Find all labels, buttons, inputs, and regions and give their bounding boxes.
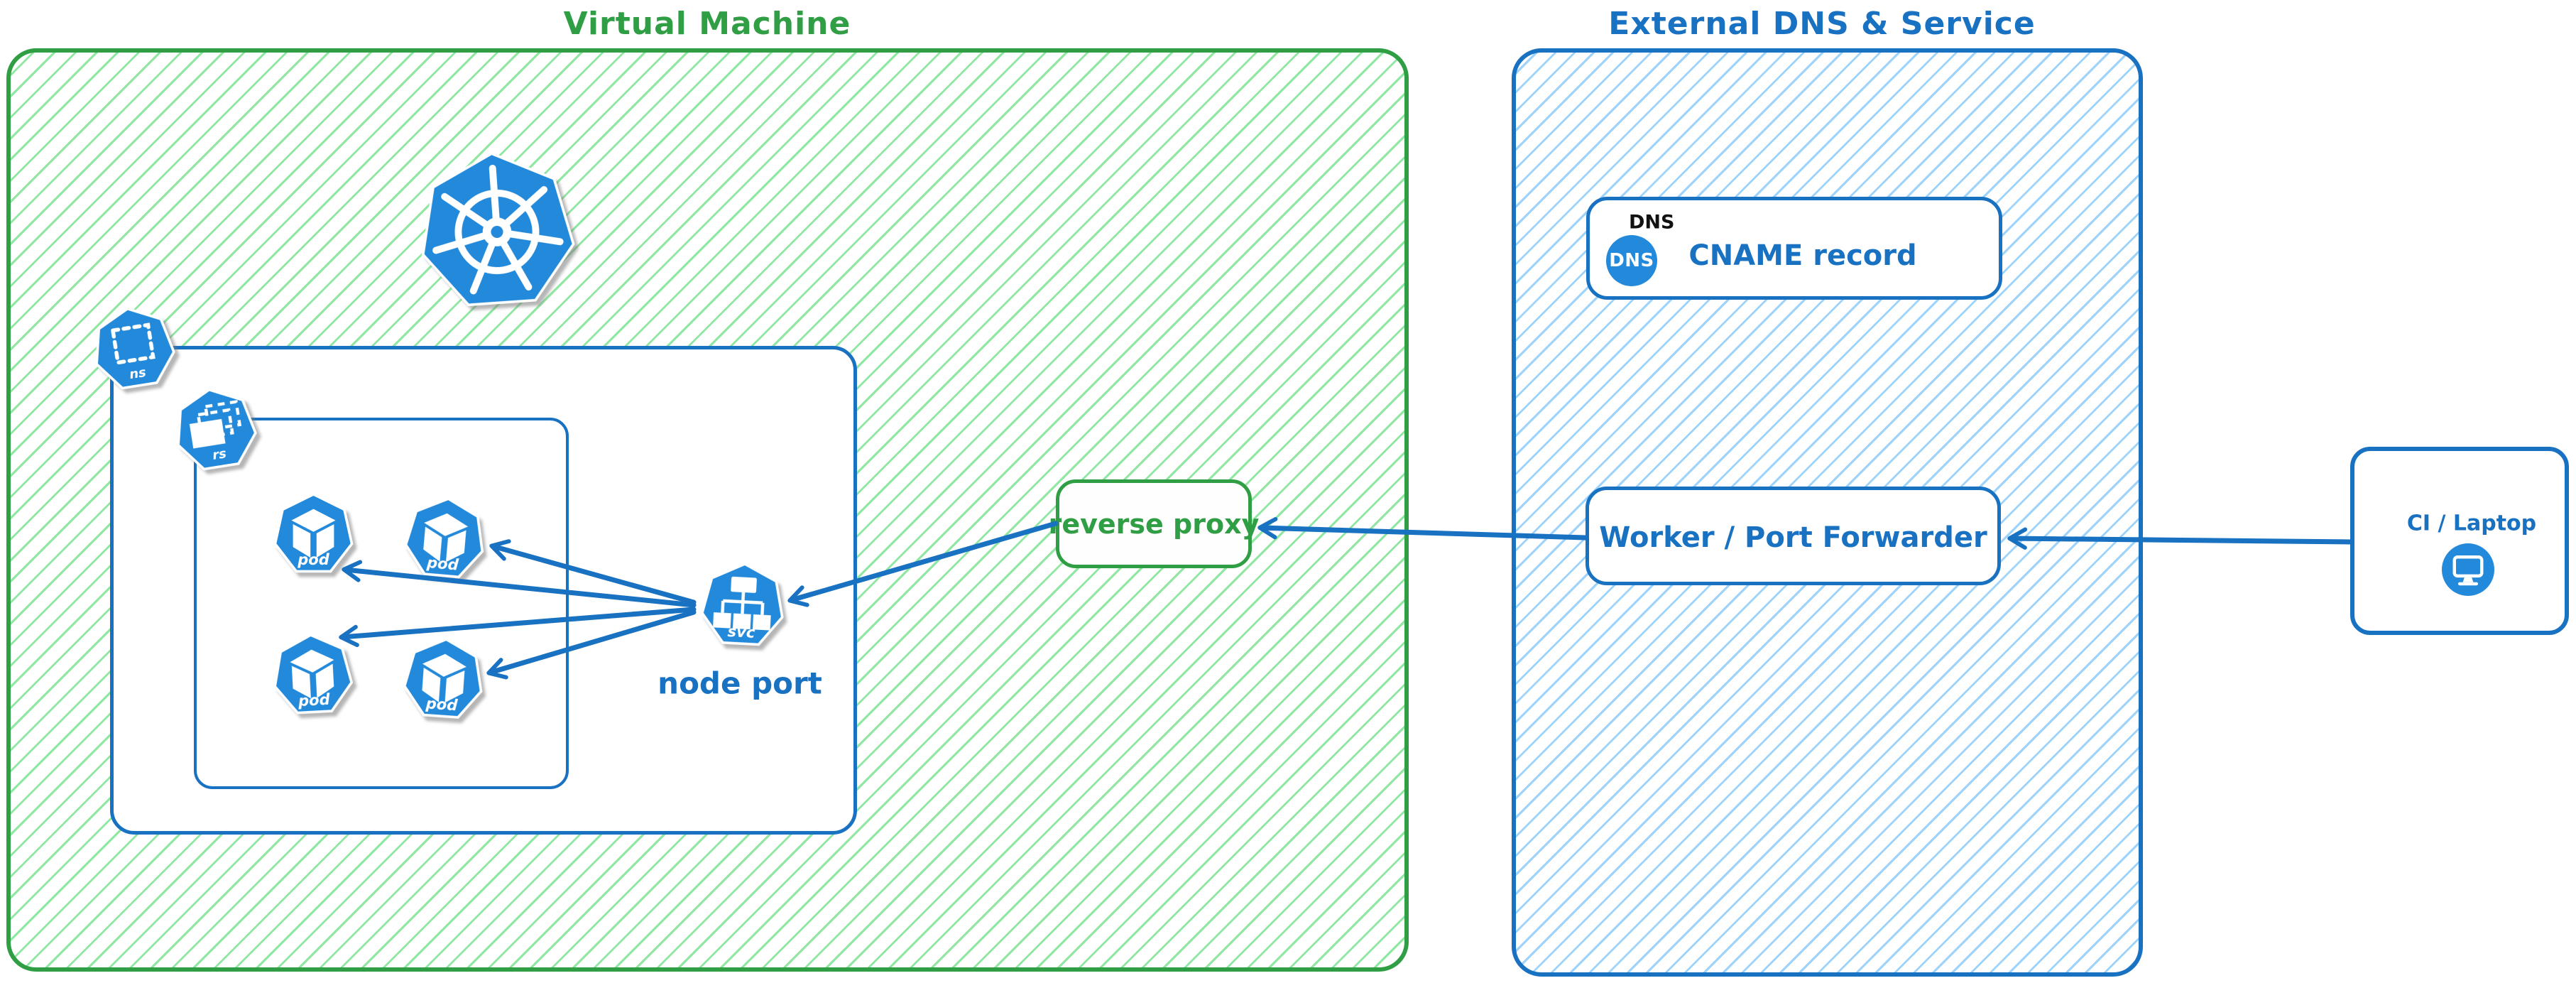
reverse-proxy-label: reverse proxy — [1048, 508, 1260, 540]
dns-icon-text: DNS — [1609, 250, 1654, 271]
reverse-proxy-box: reverse proxy — [1049, 479, 1259, 568]
node-port-caption: node port — [657, 666, 822, 701]
pod-icon-label: pod — [298, 551, 329, 569]
monitor-icon — [2442, 543, 2494, 596]
ci-laptop-box: CI / Laptop — [2350, 447, 2569, 635]
pod-icon-label: pod — [425, 695, 459, 715]
pod-icon-label: pod — [426, 554, 459, 575]
ci-laptop-label: CI / Laptop — [2406, 511, 2537, 536]
replicaset-box — [194, 418, 569, 789]
pod-icon-label: pod — [298, 691, 331, 710]
dns-card-tag: DNS — [1629, 211, 1675, 234]
dns-icon: DNS — [1606, 235, 1657, 286]
kubernetes-logo-icon — [413, 147, 581, 317]
external-dns-service-title: External DNS & Service — [1608, 6, 2036, 42]
pod-icon: pod — [273, 493, 354, 577]
pod-icon: pod — [270, 631, 356, 719]
namespace-icon: ns — [86, 301, 181, 398]
pod-icon: pod — [400, 635, 487, 724]
virtual-machine-title: Virtual Machine — [563, 6, 851, 42]
service-icon: svc — [698, 560, 787, 651]
cname-record-label: CNAME record — [1688, 239, 1917, 272]
replicaset-icon-label: rs — [211, 446, 228, 463]
service-icon-label: svc — [727, 622, 755, 641]
dns-card: DNS DNS CNAME record — [1586, 197, 2002, 300]
worker-port-forwarder-label: Worker / Port Forwarder — [1599, 521, 1987, 555]
replicaset-icon: rs — [168, 382, 263, 479]
worker-port-forwarder-box: Worker / Port Forwarder — [1586, 487, 2001, 585]
pod-icon: pod — [400, 494, 489, 585]
namespace-icon-label: ns — [128, 364, 148, 383]
